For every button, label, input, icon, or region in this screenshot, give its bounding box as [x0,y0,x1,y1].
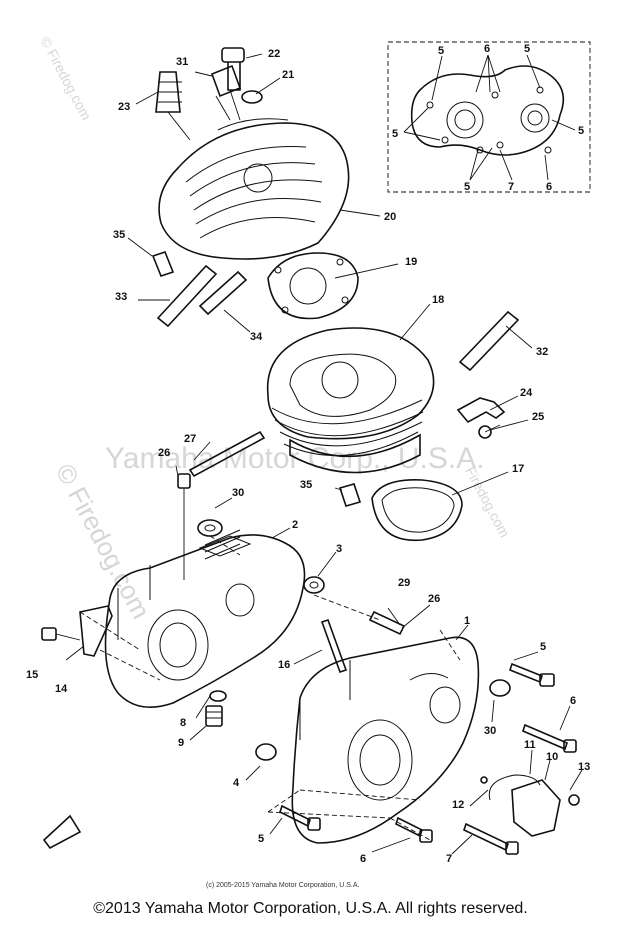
inset-label-7: 7 [508,181,514,193]
bearing-top [197,519,223,537]
label-30-top: 30 [232,487,244,499]
watermark-top-left: © Firedog.com [37,34,94,123]
inset-crankcase-view [387,41,591,193]
label-17: 17 [512,463,524,475]
shaft-collar [368,604,431,636]
label-3: 3 [336,543,342,555]
inset-label-5-d: 5 [578,125,584,137]
label-29: 29 [398,577,410,589]
inset-label-6-a: 6 [484,43,490,55]
assembly-lines [79,535,461,841]
label-16: 16 [278,659,290,671]
label-30-lower: 30 [484,725,496,737]
label-24: 24 [520,387,533,399]
head-hardware [155,47,263,141]
bearings-lower [255,679,511,761]
crankcase-right [291,636,480,844]
label-7-bottom: 7 [446,853,452,865]
label-20: 20 [384,211,396,223]
label-26-top: 26 [158,447,170,459]
label-5-bottom: 5 [258,833,264,845]
label-27: 27 [184,433,196,445]
leader-lines [65,53,583,855]
bolt-and-bracket-left [41,605,113,657]
label-26-mid: 26 [428,593,440,605]
neutral-switch [480,774,580,837]
studs-top [177,430,266,580]
bracket-and-bolt [456,397,506,439]
label-34: 34 [250,331,263,343]
case-bolts [279,662,577,855]
label-4: 4 [233,777,240,789]
stud-16 [320,618,348,674]
label-35-bottom: 35 [300,479,312,491]
label-25: 25 [532,411,544,423]
label-31: 31 [176,56,188,68]
label-12: 12 [452,799,464,811]
oil-seal [303,576,325,594]
label-18: 18 [432,294,444,306]
front-arrow-icon [42,814,82,850]
watermark-center: Yamaha Motor Corp., U.S.A. [105,442,485,475]
inset-label-5-e: 5 [464,181,470,193]
label-33: 33 [115,291,127,303]
crankcase-left [104,529,306,709]
inset-label-5-a: 5 [438,45,444,57]
inset-label-6-b: 6 [546,181,552,193]
label-21: 21 [282,69,294,81]
label-35-top: 35 [113,229,125,241]
label-15: 15 [26,669,38,681]
label-23: 23 [118,101,130,113]
dowel-pins [151,251,520,507]
drain-bolt [205,690,227,727]
label-32: 32 [536,346,548,358]
label-9: 9 [178,737,184,749]
diagram-note: (c) 2005-2015 Yamaha Motor Corporation, … [206,882,359,889]
label-13: 13 [578,761,590,773]
inset-label-5-c: 5 [392,128,398,140]
watermark-left: © Firedog.com [50,459,157,624]
copyright-footer: ©2013 Yamaha Motor Corporation, U.S.A. A… [93,900,528,917]
cylinder-head [158,118,350,260]
inset-label-5-b: 5 [524,43,530,55]
label-22: 22 [268,48,280,60]
label-10: 10 [546,751,558,763]
watermark-right: Firedog.com [462,464,513,540]
label-1: 1 [464,615,470,627]
label-8: 8 [180,717,186,729]
label-11: 11 [524,739,536,751]
label-5-right: 5 [540,641,546,653]
base-gasket [371,479,463,542]
label-2: 2 [292,519,298,531]
label-19: 19 [405,256,417,268]
label-14: 14 [55,683,68,695]
label-6-right: 6 [570,695,576,707]
label-6-bottom: 6 [360,853,366,865]
cylinder [266,327,435,474]
head-gasket [267,252,359,320]
